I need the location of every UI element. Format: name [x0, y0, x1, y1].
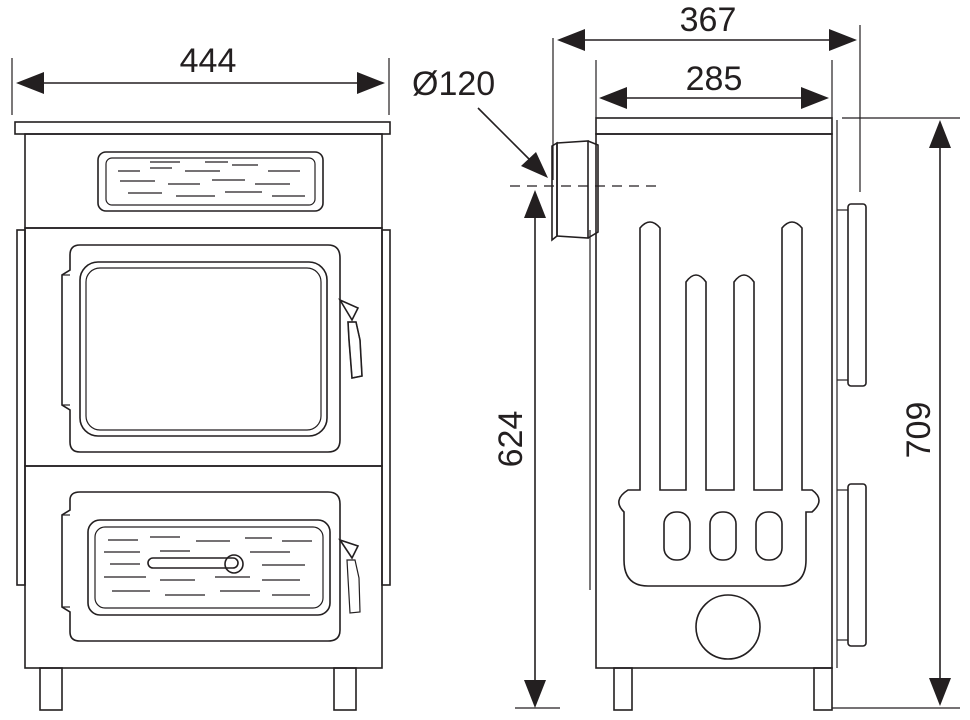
width-arrow-right [357, 72, 385, 94]
top-plate [14, 121, 391, 135]
body-side-right [381, 229, 391, 586]
ash-vent-outer [87, 519, 331, 616]
ash-vent-inner [94, 526, 324, 609]
flue-height-dimension: 624 [492, 190, 546, 708]
side-ash-door-profile [847, 483, 867, 647]
side-body [595, 133, 833, 669]
firebox-door [61, 244, 363, 453]
flue-collar [551, 140, 599, 242]
flue-diameter-label: Ø120 [412, 65, 495, 103]
flue-collar-rim [551, 141, 558, 242]
depth-outer-arrow-left [557, 29, 585, 51]
total-height-label: 709 [900, 402, 938, 459]
side-panel-relief [618, 221, 820, 587]
flue-leader-arrow [521, 152, 548, 178]
depth-outer-label: 367 [680, 1, 737, 39]
front-leg-left [39, 667, 63, 711]
upper-vent-outer [97, 151, 324, 212]
front-view: 444 [11, 42, 391, 711]
depth-outer-arrow-right [829, 29, 857, 51]
side-top-plate [595, 117, 833, 135]
firebox-door-handle [338, 298, 363, 379]
ash-door [61, 491, 361, 642]
width-dimension: 444 [11, 42, 390, 115]
firebox-window-outer [79, 261, 328, 437]
body-side-left [16, 229, 26, 586]
air-inlet-circle [695, 594, 761, 660]
depth-inner-arrow-right [801, 87, 829, 109]
firebox-window-inner [85, 267, 322, 431]
air-slider-slot [147, 557, 239, 569]
flue-height-arrow-bottom [524, 680, 546, 708]
ashpit-panel [24, 465, 383, 669]
depth-inner-arrow-left [599, 87, 627, 109]
ash-vent-grain [104, 536, 312, 596]
depth-outer-dimension: 367 [552, 1, 861, 192]
side-firebox-door-profile [847, 203, 867, 387]
flue-height-label: 624 [492, 411, 530, 468]
flue-height-arrow-top [524, 190, 546, 218]
side-vent-1 [663, 511, 691, 561]
width-arrow-left [16, 72, 44, 94]
flue-leader-line [477, 107, 533, 163]
firebox-door-frame [61, 244, 341, 453]
front-leg-right [333, 667, 357, 711]
total-height-arrow-bottom [929, 678, 951, 706]
total-height-dimension: 709 [832, 117, 960, 709]
flue-diameter-callout: Ø120 [412, 65, 548, 178]
width-label: 444 [180, 42, 237, 80]
side-leg-back [613, 667, 633, 711]
upper-vent [97, 151, 324, 212]
total-height-arrow-top [929, 120, 951, 148]
upper-panel [24, 133, 383, 229]
side-leg-front [813, 667, 833, 711]
ash-door-frame [61, 491, 341, 642]
upper-vent-inner [105, 157, 316, 206]
side-vent-3 [755, 511, 783, 561]
side-relief-outline [618, 221, 820, 587]
upper-vent-grain [118, 161, 305, 197]
flue-collar-side [587, 140, 599, 239]
flue-collar-front [556, 140, 589, 239]
depth-inner-label: 285 [686, 60, 743, 98]
depth-inner-dimension: 285 [595, 60, 833, 118]
side-view: 367 285 Ø120 624 [412, 1, 960, 711]
ash-door-handle [338, 538, 361, 614]
air-slider-knob [224, 554, 244, 574]
side-vent-2 [709, 511, 737, 561]
